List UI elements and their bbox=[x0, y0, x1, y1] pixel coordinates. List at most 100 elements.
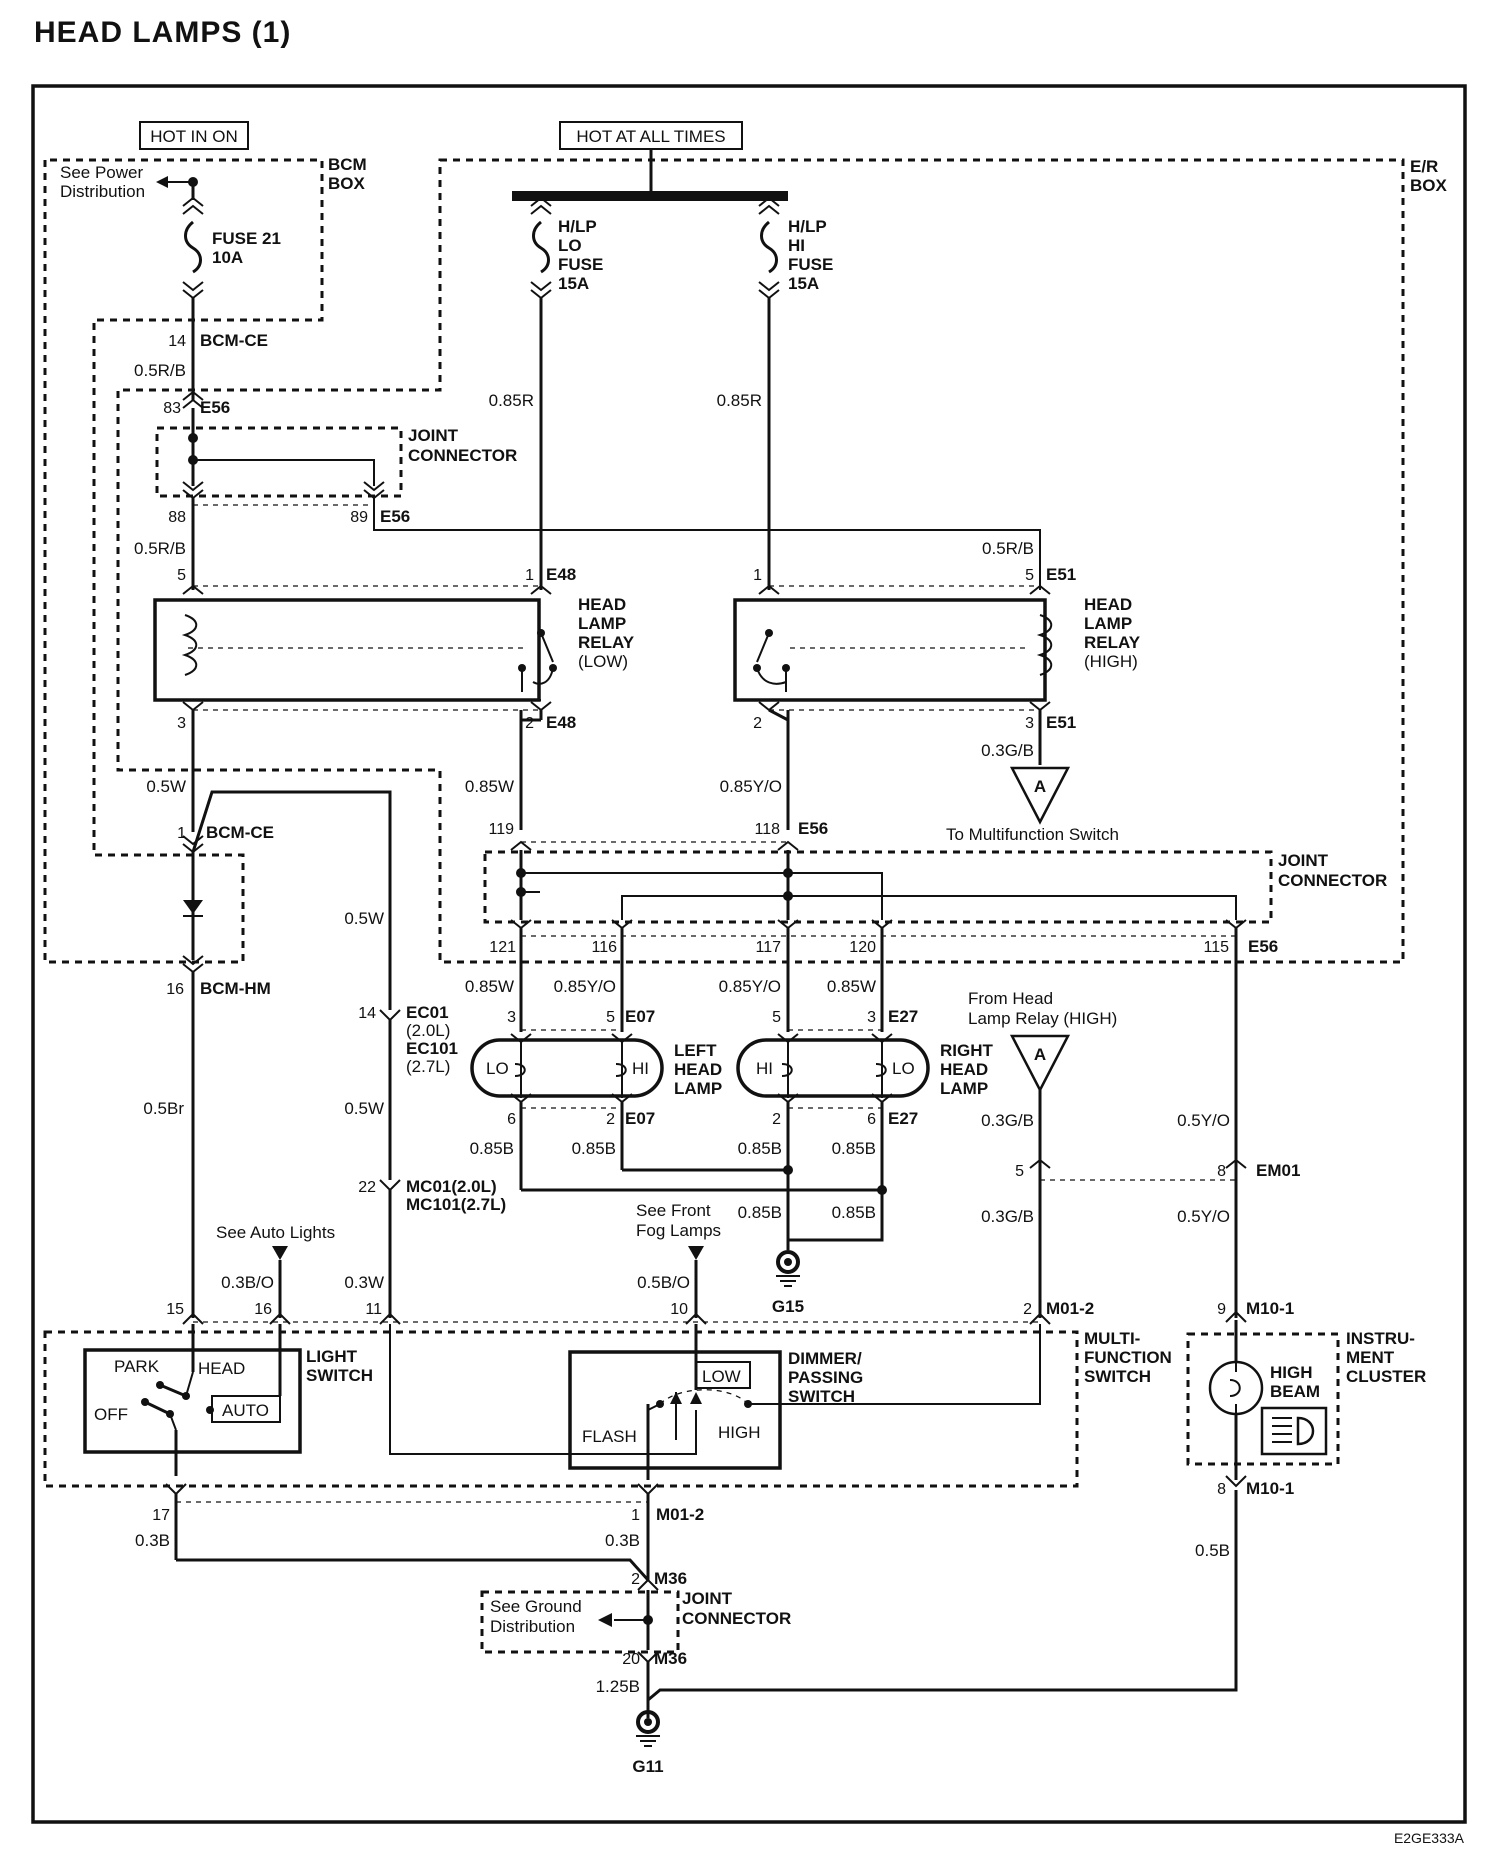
svg-text:BOX: BOX bbox=[328, 174, 366, 193]
svg-text:CONNECTOR: CONNECTOR bbox=[1278, 871, 1387, 890]
svg-text:1: 1 bbox=[525, 567, 534, 584]
svg-text:MULTI-: MULTI- bbox=[1084, 1329, 1140, 1348]
svg-text:0.85B: 0.85B bbox=[470, 1139, 514, 1158]
svg-text:LO: LO bbox=[486, 1059, 509, 1078]
svg-text:FUNCTION: FUNCTION bbox=[1084, 1348, 1172, 1367]
svg-text:LO: LO bbox=[558, 236, 582, 255]
svg-text:(2.0L): (2.0L) bbox=[406, 1021, 450, 1040]
svg-text:H/LP: H/LP bbox=[558, 217, 597, 236]
svg-text:0.5Y/O: 0.5Y/O bbox=[1177, 1111, 1230, 1130]
svg-text:HEAD: HEAD bbox=[940, 1060, 988, 1079]
multi-function-switch bbox=[43, 1330, 1079, 1488]
svg-text:FUSE: FUSE bbox=[788, 255, 833, 274]
hot-at-all-times-label: HOT AT ALL TIMES bbox=[559, 121, 743, 150]
svg-text:SWITCH: SWITCH bbox=[788, 1387, 855, 1406]
svg-text:BEAM: BEAM bbox=[1270, 1382, 1320, 1401]
svg-text:FUSE 21: FUSE 21 bbox=[212, 229, 281, 248]
svg-text:MC01(2.0L): MC01(2.0L) bbox=[406, 1177, 497, 1196]
reference-a-out bbox=[1009, 766, 1071, 825]
svg-text:115: 115 bbox=[1203, 939, 1229, 956]
svg-text:HOT AT ALL TIMES: HOT AT ALL TIMES bbox=[576, 127, 725, 146]
svg-text:2: 2 bbox=[631, 1571, 640, 1588]
page-title: HEAD LAMPS (1) bbox=[34, 16, 292, 49]
svg-text:FLASH: FLASH bbox=[582, 1427, 637, 1446]
svg-text:HEAD: HEAD bbox=[674, 1060, 722, 1079]
svg-text:0.85R: 0.85R bbox=[489, 391, 534, 410]
svg-text:15A: 15A bbox=[788, 274, 819, 293]
svg-text:0.85B: 0.85B bbox=[832, 1139, 876, 1158]
svg-text:HEAD: HEAD bbox=[578, 595, 626, 614]
svg-text:INSTRU-: INSTRU- bbox=[1346, 1329, 1415, 1348]
svg-text:A: A bbox=[1034, 777, 1046, 796]
svg-text:0.3G/B: 0.3G/B bbox=[981, 1207, 1034, 1226]
diagram-code: E2GE333A bbox=[1393, 1830, 1464, 1846]
svg-text:3: 3 bbox=[507, 1009, 516, 1026]
svg-text:JOINT: JOINT bbox=[682, 1589, 733, 1608]
svg-text:0.3W: 0.3W bbox=[344, 1273, 384, 1292]
svg-text:116: 116 bbox=[591, 939, 617, 956]
svg-text:0.85W: 0.85W bbox=[827, 977, 876, 996]
svg-text:HI: HI bbox=[756, 1059, 773, 1078]
svg-text:RELAY: RELAY bbox=[578, 633, 635, 652]
svg-text:3: 3 bbox=[1025, 715, 1034, 732]
svg-text:Distribution: Distribution bbox=[490, 1617, 575, 1636]
svg-text:MC101(2.7L): MC101(2.7L) bbox=[406, 1195, 506, 1214]
svg-text:1: 1 bbox=[753, 567, 762, 584]
svg-text:83: 83 bbox=[163, 400, 181, 417]
svg-text:E/R: E/R bbox=[1410, 157, 1438, 176]
svg-text:EM01: EM01 bbox=[1256, 1161, 1300, 1180]
svg-text:22: 22 bbox=[358, 1179, 376, 1196]
svg-text:0.3B: 0.3B bbox=[605, 1531, 640, 1550]
svg-text:16: 16 bbox=[254, 1301, 272, 1318]
svg-text:0.85Y/O: 0.85Y/O bbox=[554, 977, 616, 996]
svg-text:See Auto Lights: See Auto Lights bbox=[216, 1223, 335, 1242]
svg-text:CONNECTOR: CONNECTOR bbox=[682, 1609, 791, 1628]
svg-text:(LOW): (LOW) bbox=[578, 652, 628, 671]
svg-text:0.5R/B: 0.5R/B bbox=[982, 539, 1034, 558]
svg-text:0.85B: 0.85B bbox=[572, 1139, 616, 1158]
svg-text:17: 17 bbox=[152, 1507, 170, 1524]
svg-text:PARK: PARK bbox=[114, 1357, 160, 1376]
instrument-cluster bbox=[1186, 1332, 1340, 1466]
svg-text:EC01: EC01 bbox=[406, 1003, 449, 1022]
svg-text:8: 8 bbox=[1217, 1481, 1226, 1498]
svg-text:0.3B: 0.3B bbox=[135, 1531, 170, 1550]
svg-text:BOX: BOX bbox=[1410, 176, 1448, 195]
svg-text:LAMP: LAMP bbox=[674, 1079, 722, 1098]
svg-text:2: 2 bbox=[525, 715, 534, 732]
svg-text:M10-1: M10-1 bbox=[1246, 1299, 1294, 1318]
svg-text:0.85R: 0.85R bbox=[717, 391, 762, 410]
svg-text:FUSE: FUSE bbox=[558, 255, 603, 274]
right-head-lamp bbox=[736, 1038, 930, 1098]
svg-text:E56: E56 bbox=[380, 507, 410, 526]
svg-text:AUTO: AUTO bbox=[222, 1401, 269, 1420]
svg-text:6: 6 bbox=[507, 1111, 516, 1128]
svg-text:0.85B: 0.85B bbox=[738, 1139, 782, 1158]
svg-text:E48: E48 bbox=[546, 713, 576, 732]
svg-text:E27: E27 bbox=[888, 1007, 918, 1026]
svg-text:See Power: See Power bbox=[60, 163, 143, 182]
svg-text:HIGH: HIGH bbox=[718, 1423, 761, 1442]
svg-text:3: 3 bbox=[867, 1009, 876, 1026]
svg-text:5: 5 bbox=[177, 567, 186, 584]
svg-text:10: 10 bbox=[670, 1301, 688, 1318]
svg-text:20: 20 bbox=[622, 1651, 640, 1668]
svg-text:E07: E07 bbox=[625, 1109, 655, 1128]
svg-text:HEAD: HEAD bbox=[198, 1359, 245, 1378]
svg-text:JOINT: JOINT bbox=[408, 426, 459, 445]
svg-text:9: 9 bbox=[1217, 1301, 1226, 1318]
svg-text:1: 1 bbox=[177, 825, 186, 842]
svg-text:0.5R/B: 0.5R/B bbox=[134, 361, 186, 380]
svg-text:See Ground: See Ground bbox=[490, 1597, 582, 1616]
svg-text:E56: E56 bbox=[798, 819, 828, 838]
svg-text:MENT: MENT bbox=[1346, 1348, 1395, 1367]
svg-text:OFF: OFF bbox=[94, 1405, 128, 1424]
svg-text:PASSING: PASSING bbox=[788, 1368, 863, 1387]
svg-text:M36: M36 bbox=[654, 1569, 687, 1588]
svg-text:M01-2: M01-2 bbox=[656, 1505, 704, 1524]
svg-text:6: 6 bbox=[867, 1111, 876, 1128]
svg-text:LAMP: LAMP bbox=[578, 614, 626, 633]
svg-text:3: 3 bbox=[177, 715, 186, 732]
svg-text:E27: E27 bbox=[888, 1109, 918, 1128]
svg-text:0.5B: 0.5B bbox=[1195, 1541, 1230, 1560]
